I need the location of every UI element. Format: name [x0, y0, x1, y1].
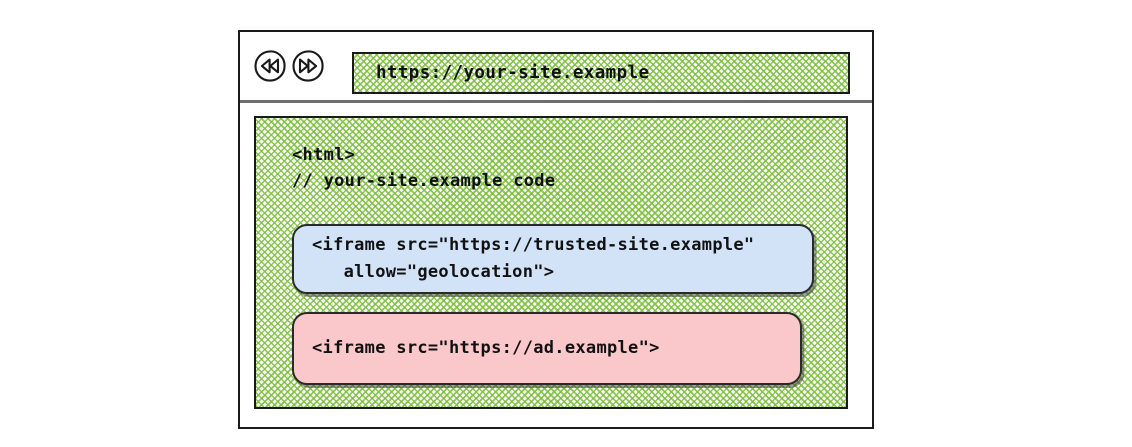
browser-toolbar: https://your-site.example [240, 32, 872, 100]
back-button[interactable] [252, 48, 288, 84]
iframe-ad-code: <iframe src="https://ad.example"> [312, 337, 660, 358]
iframe-trusted-site[interactable]: <iframe src="https://trusted-site.exampl… [292, 224, 814, 294]
fast-forward-icon [292, 50, 324, 82]
iframe-trusted-code: <iframe src="https://trusted-site.exampl… [312, 232, 754, 286]
iframe-trusted-line-2: allow="geolocation"> [312, 262, 555, 282]
iframe-ad[interactable]: <iframe src="https://ad.example"> [292, 312, 802, 385]
page-content-panel: <html> // your-site.example code <iframe… [254, 116, 848, 409]
page-code-block: <html> // your-site.example code [292, 142, 555, 195]
navigation-button-group [252, 48, 326, 84]
iframe-trusted-line-1: <iframe src="https://trusted-site.exampl… [312, 234, 755, 255]
browser-window: https://your-site.example <html> // your… [238, 30, 874, 429]
url-text: https://your-site.example [376, 63, 650, 83]
forward-button[interactable] [290, 48, 326, 84]
url-bar[interactable]: https://your-site.example [352, 52, 850, 94]
toolbar-separator [240, 100, 872, 103]
code-line: // your-site.example code [292, 171, 556, 192]
code-line: <html> [292, 145, 356, 165]
rewind-icon [254, 50, 286, 82]
